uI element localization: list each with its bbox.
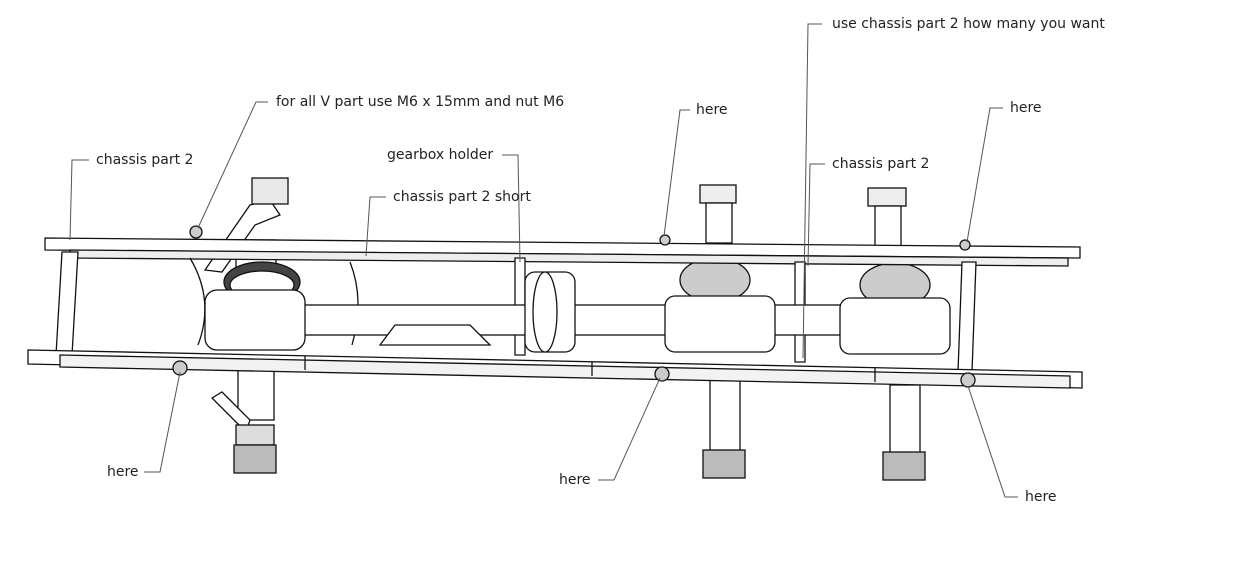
annotation-use-chassis: use chassis part 2 how many you want bbox=[832, 16, 1105, 32]
annotation-here-bottom-right: here bbox=[1025, 489, 1057, 505]
annotation-here-bottom-mid: here bbox=[559, 472, 591, 488]
top-rail bbox=[44, 237, 1081, 267]
annotation-here-top-mid: here bbox=[696, 102, 728, 118]
bolts bbox=[172, 225, 976, 388]
differentials bbox=[204, 289, 951, 355]
annotation-chassis-right: chassis part 2 bbox=[832, 156, 930, 172]
annotation-gearbox-holder: gearbox holder bbox=[387, 147, 494, 163]
driveshaft bbox=[299, 271, 861, 353]
rear-axle-1 bbox=[679, 184, 751, 479]
annotation-here-top-right: here bbox=[1010, 100, 1042, 116]
annotation-chassis-left: chassis part 2 bbox=[96, 152, 194, 168]
annotation-chassis-short: chassis part 2 short bbox=[393, 189, 531, 205]
annotation-here-bottom-left: here bbox=[107, 464, 139, 480]
rear-axle-2 bbox=[859, 187, 931, 481]
bottom-rail bbox=[27, 349, 1083, 389]
leader-lines bbox=[69, 23, 1018, 498]
annotation-v-part: for all V part use M6 x 15mm and nut M6 bbox=[276, 94, 565, 110]
